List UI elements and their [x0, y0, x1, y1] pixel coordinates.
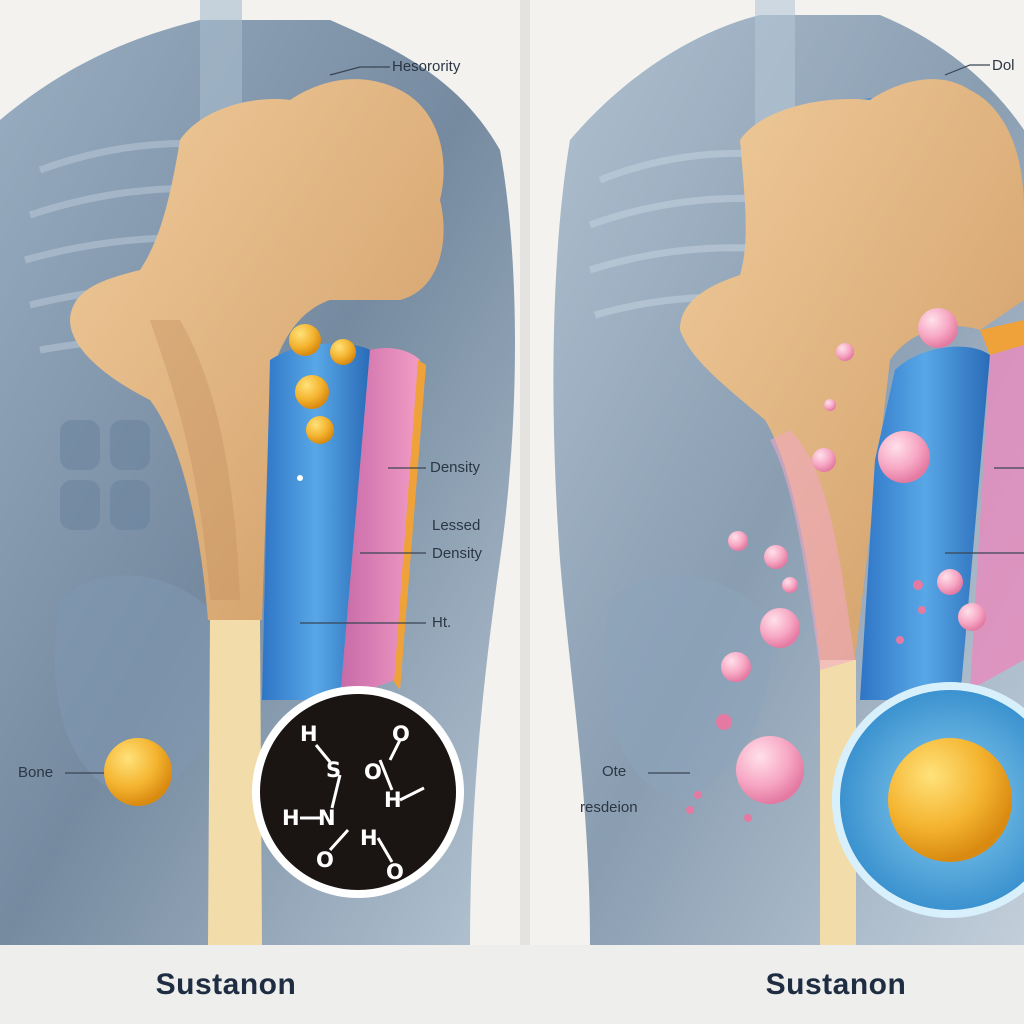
panel-divider: [520, 0, 530, 945]
atom-n: N: [318, 806, 336, 830]
atom-o-4: O: [386, 860, 404, 884]
label-resdeion: resdeion: [580, 799, 638, 816]
atom-h-1: H: [300, 722, 318, 746]
atom-o-2: O: [392, 722, 410, 746]
left-anatomy-illustration: [0, 0, 515, 945]
atom-h-3: H: [282, 806, 300, 830]
label-dol: Dol: [992, 57, 1015, 74]
label-density-2: Density: [432, 545, 483, 562]
atom-o-3: O: [316, 848, 334, 872]
caption-left: Sustanon: [155, 968, 297, 1001]
right-anatomy-illustration: [553, 0, 1024, 945]
label-lessed: Lessed: [432, 517, 481, 534]
atom-s: S: [326, 758, 342, 782]
atom-o-1: O: [364, 760, 382, 784]
label-hesorority: Hesorority: [392, 58, 461, 75]
label-density: Density: [430, 459, 481, 476]
atom-h-4: H: [360, 826, 378, 850]
label-ote: Ote: [602, 763, 627, 780]
caption-right: Sustanon: [765, 968, 907, 1001]
left-panel: Hesorority Density Lessed Density Ht. Bo…: [0, 0, 520, 945]
label-ht: Ht.: [432, 614, 452, 631]
atom-h-2: H: [384, 788, 402, 812]
label-bone: Bone: [18, 764, 54, 781]
right-panel: Dol Ote resdeion: [530, 0, 1024, 945]
